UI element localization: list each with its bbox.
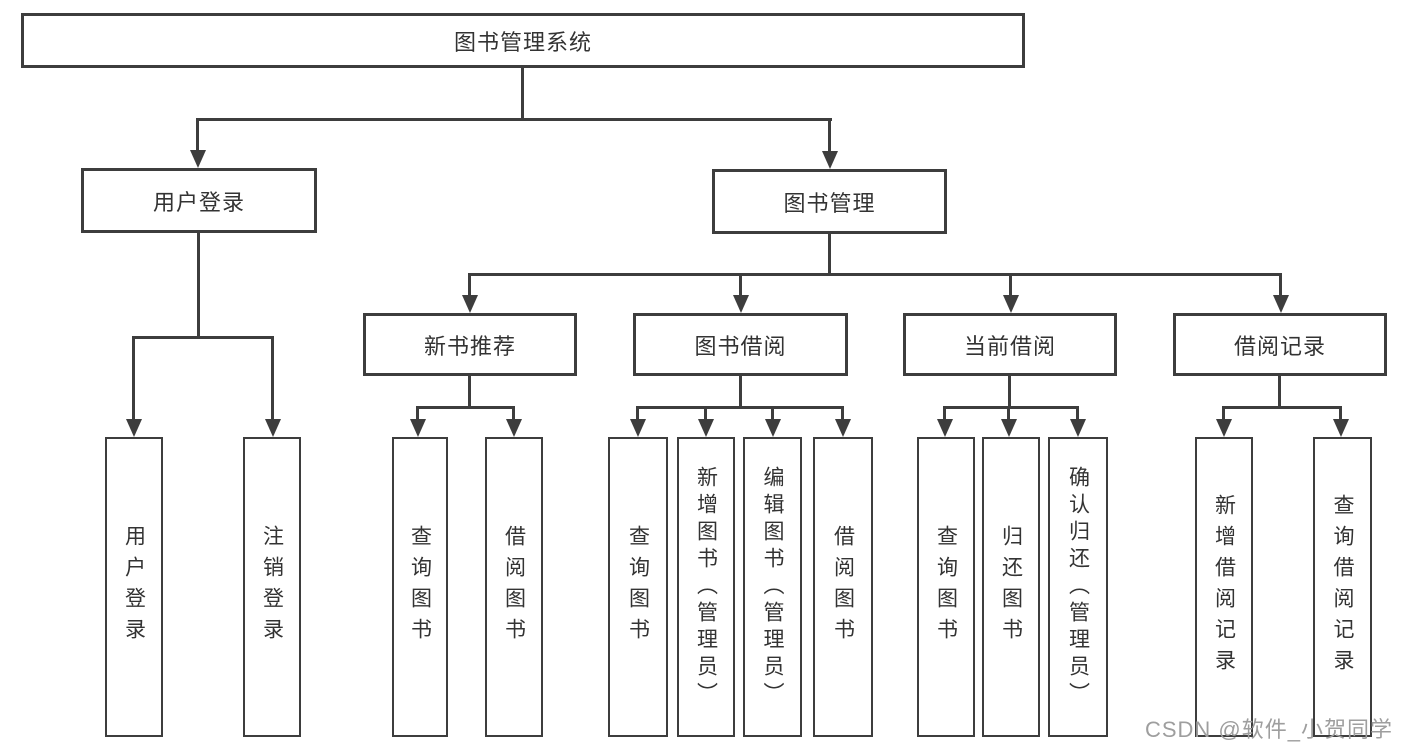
leaf-query-book-1: 查询图书 (392, 437, 448, 737)
arrow-to-leaf-logout (264, 336, 281, 437)
connector-book-borrow-bar (636, 406, 844, 409)
leaf-borrow-book-1-label: 借阅图书 (502, 525, 526, 649)
leaf-query-record: 查询借阅记录 (1313, 437, 1372, 737)
arrow-to-leaf-confirm-return (1069, 406, 1086, 437)
leaf-query-book-2-label: 查询图书 (626, 525, 650, 649)
leaf-borrow-book-1: 借阅图书 (485, 437, 543, 737)
node-user-login: 用户登录 (81, 168, 317, 233)
arrow-to-leaf-add-record (1215, 406, 1232, 437)
connector-user-login-bar (132, 336, 274, 339)
leaf-add-book: 新增图书（管理员） (677, 437, 735, 737)
connector-current-borrow-bar (943, 406, 1079, 409)
leaf-edit-book-label: 编辑图书（管理员） (761, 465, 784, 709)
leaf-query-book-3: 查询图书 (917, 437, 975, 737)
node-root-label: 图书管理系统 (453, 29, 592, 55)
leaf-return-book-label: 归还图书 (999, 525, 1023, 649)
leaf-confirm-return-label: 确认归还（管理员） (1066, 465, 1090, 709)
leaf-edit-book: 编辑图书（管理员） (743, 437, 802, 737)
watermark: CSDN @软件_小贺同学 (1144, 717, 1393, 742)
arrow-to-leaf-query-book-1 (409, 406, 426, 437)
arrow-to-leaf-user-login (125, 336, 142, 437)
connector-new-book-rec-bar (416, 406, 515, 409)
leaf-logout-label: 注销登录 (260, 525, 284, 649)
leaf-borrow-book-2: 借阅图书 (813, 437, 873, 737)
leaf-user-login: 用户登录 (105, 437, 163, 737)
leaf-user-login-label: 用户登录 (122, 525, 146, 649)
node-borrow-record-label: 借阅记录 (1233, 333, 1326, 359)
node-book-borrow-label: 图书借阅 (694, 333, 787, 359)
leaf-query-book-2: 查询图书 (608, 437, 668, 737)
node-new-book-rec-label: 新书推荐 (423, 333, 516, 359)
arrow-to-leaf-edit-book (764, 406, 781, 437)
arrow-to-leaf-add-book (697, 406, 714, 437)
leaf-query-book-1-label: 查询图书 (408, 525, 432, 649)
connector-book-borrow-stem (739, 376, 742, 409)
connector-borrow-record-stem (1278, 376, 1281, 409)
arrow-to-book-borrow (732, 273, 749, 313)
leaf-logout: 注销登录 (243, 437, 301, 737)
connector-level3-bar (468, 273, 1281, 276)
node-book-mgmt: 图书管理 (712, 169, 947, 234)
arrow-to-leaf-return-book (1000, 406, 1017, 437)
arrow-to-new-book-rec (461, 273, 478, 313)
node-new-book-rec: 新书推荐 (363, 313, 577, 376)
node-current-borrow: 当前借阅 (903, 313, 1117, 376)
node-book-borrow: 图书借阅 (633, 313, 848, 376)
leaf-add-book-label: 新增图书（管理员） (694, 465, 718, 709)
leaf-add-record-label: 新增借阅记录 (1212, 494, 1236, 680)
connector-user-login-stem (197, 233, 200, 339)
connector-level2-bar (196, 118, 832, 121)
leaf-return-book: 归还图书 (982, 437, 1040, 737)
node-book-mgmt-label: 图书管理 (783, 190, 876, 216)
connector-borrow-record-bar (1222, 406, 1342, 409)
connector-new-book-rec-stem (468, 376, 471, 409)
leaf-add-record: 新增借阅记录 (1195, 437, 1253, 737)
node-root: 图书管理系统 (21, 13, 1025, 68)
arrow-to-leaf-query-book-3 (936, 406, 953, 437)
node-user-login-label: 用户登录 (152, 189, 245, 215)
connector-current-borrow-stem (1008, 376, 1011, 409)
arrow-to-leaf-query-book-2 (629, 406, 646, 437)
leaf-query-book-3-label: 查询图书 (934, 525, 958, 649)
node-borrow-record: 借阅记录 (1173, 313, 1387, 376)
arrow-to-current-borrow (1002, 273, 1019, 313)
arrow-to-borrow-record (1272, 273, 1289, 313)
leaf-borrow-book-2-label: 借阅图书 (831, 525, 855, 649)
arrow-to-book-mgmt (821, 118, 838, 169)
arrow-to-leaf-query-record (1332, 406, 1349, 437)
arrow-to-leaf-borrow-book-1 (505, 406, 522, 437)
leaf-confirm-return: 确认归还（管理员） (1048, 437, 1108, 737)
node-current-borrow-label: 当前借阅 (963, 333, 1056, 359)
arrow-to-leaf-borrow-book-2 (834, 406, 851, 437)
leaf-query-record-label: 查询借阅记录 (1331, 494, 1354, 680)
arrow-to-user-login (189, 118, 206, 168)
connector-book-mgmt-stem (828, 234, 831, 276)
connector-root-stem (521, 68, 524, 121)
